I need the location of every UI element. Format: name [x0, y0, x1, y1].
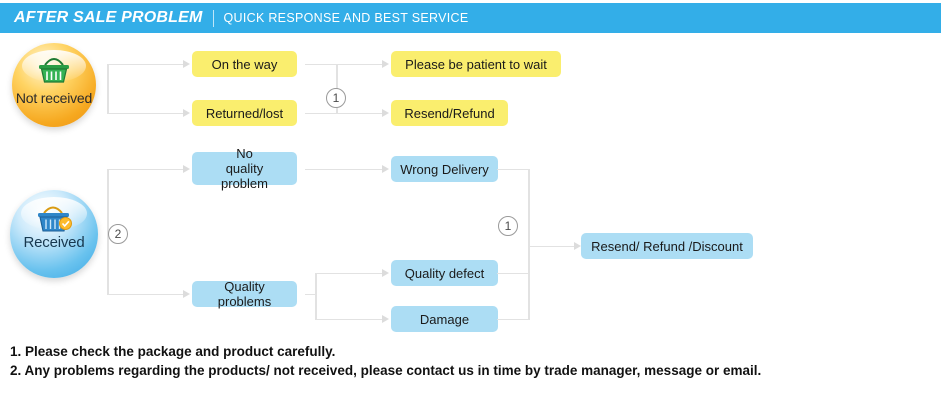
connector-to-no-quality-problem: [107, 168, 185, 171]
arrow-to-quality-defect: [382, 268, 389, 277]
box-wrong-delivery[interactable]: Wrong Delivery: [391, 156, 498, 182]
connector-quality-problems-out: [305, 293, 317, 296]
arrow-to-final-outcome: [574, 241, 581, 250]
box-on-the-way[interactable]: On the way: [192, 51, 297, 77]
connector-damage-out: [497, 318, 530, 321]
header-divider: [212, 9, 214, 27]
node-not-received-label: Not received: [15, 90, 93, 106]
arrow-to-wrong-delivery: [382, 164, 389, 173]
box-resend-refund[interactable]: Resend/Refund: [391, 100, 508, 126]
connector-to-returned-lost: [107, 112, 185, 115]
connector-to-on-the-way: [107, 63, 185, 66]
connector-row2-merge-spine: [528, 169, 530, 319]
connector-to-quality-defect: [315, 272, 384, 275]
marker-row2-merge: 1: [498, 216, 518, 236]
connector-to-damage: [315, 318, 384, 321]
connector-to-final-outcome: [528, 245, 576, 248]
node-not-received: Not received: [12, 43, 96, 127]
arrow-to-returned-lost: [183, 108, 190, 117]
note-line-2: 2. Any problems regarding the products/ …: [10, 363, 762, 378]
connector-on-the-way-out: [305, 63, 338, 66]
note-line-1: 1. Please check the package and product …: [10, 344, 336, 359]
header-subtitle: QUICK RESPONSE AND BEST SERVICE: [223, 11, 469, 25]
arrow-to-on-the-way: [183, 59, 190, 68]
box-returned-lost[interactable]: Returned/lost: [192, 100, 297, 126]
arrow-to-no-quality-problem: [183, 164, 190, 173]
connector-quality-problems-spine: [315, 273, 317, 320]
connector-not-received-bracket: [107, 64, 109, 114]
arrow-to-quality-problems: [183, 289, 190, 298]
node-received-label: Received: [23, 234, 85, 251]
box-quality-problems[interactable]: Quality problems: [192, 279, 297, 309]
box-no-quality-problem[interactable]: No quality problem: [192, 146, 297, 191]
connector-returned-lost-out: [305, 112, 338, 115]
connector-to-wrong-delivery: [305, 168, 384, 171]
marker-received-branch: 2: [108, 224, 128, 244]
footer-notes: 1. Please check the package and product …: [10, 342, 761, 380]
node-received: Received: [10, 190, 98, 278]
connector-to-quality-problems: [107, 293, 185, 296]
box-quality-defect[interactable]: Quality defect: [391, 260, 498, 286]
arrow-to-resend-refund: [382, 108, 389, 117]
connector-quality-defect-out: [497, 272, 530, 275]
box-please-be-patient-to-wait[interactable]: Please be patient to wait: [391, 51, 561, 77]
header-bar: AFTER SALE PROBLEM QUICK RESPONSE AND BE…: [0, 3, 941, 33]
box-resend-refund-discount[interactable]: Resend/ Refund /Discount: [581, 233, 753, 259]
arrow-to-be-patient: [382, 59, 389, 68]
connector-wrong-delivery-out: [497, 168, 530, 171]
shopping-basket-icon: [35, 55, 73, 90]
box-damage[interactable]: Damage: [391, 306, 498, 332]
connector-received-bracket: [107, 169, 109, 294]
arrow-to-damage: [382, 314, 389, 323]
connector-to-be-patient: [336, 63, 384, 66]
connector-to-resend-refund: [336, 112, 384, 115]
marker-row1: 1: [326, 88, 346, 108]
header-title: AFTER SALE PROBLEM: [14, 9, 203, 26]
